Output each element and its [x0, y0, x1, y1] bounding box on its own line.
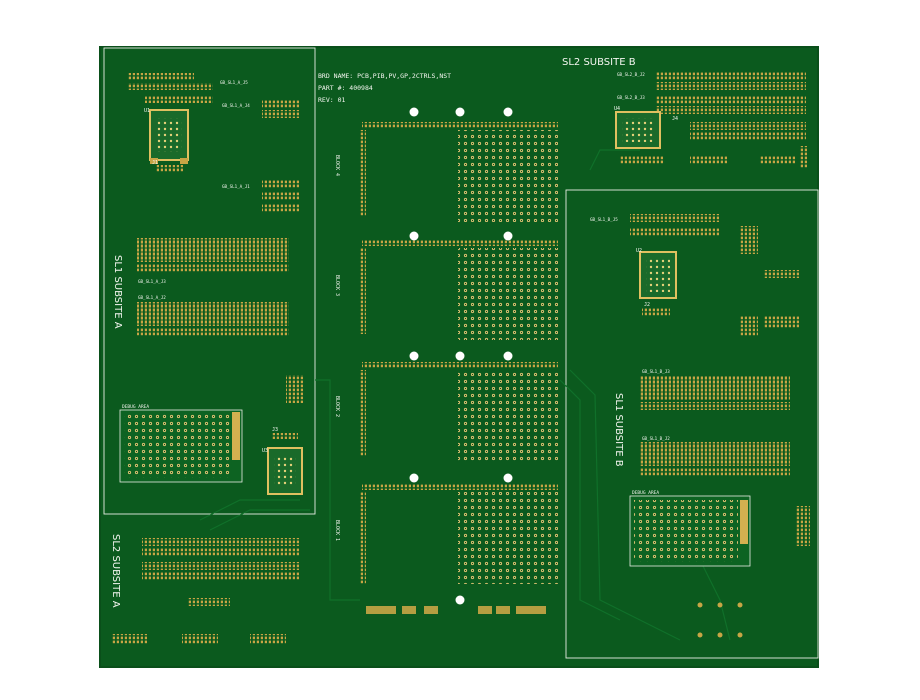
refdes-gb-sl1-b-j2: GB_SL1_B_J2: [642, 436, 670, 441]
refdes-j2: J2: [644, 302, 650, 308]
region-label-sl1-subsite-b: SL1 SUBSITE B: [613, 393, 624, 467]
refdes-gb-sl1-a-j2: GB_SL1_A_J2: [138, 295, 166, 300]
refdes-gb-sl1-b-j5: GB_SL1_B_J5: [590, 217, 618, 222]
refdes-gb-sl2-b-j3: GB_SL2_B_J3: [617, 95, 645, 100]
refdes-j4: J4: [672, 116, 678, 122]
block-label-2: BLOCK 2: [334, 396, 340, 417]
region-label-sl1-subsite-a: SL1 SUBSITE A: [112, 255, 123, 329]
sl1-subsite-b-components: [629, 214, 810, 638]
refdes-j3: J3: [272, 427, 278, 433]
copper-traces: [199, 149, 731, 641]
refdes-u4: U4: [614, 106, 620, 112]
refdes-gb-sl1-a-j3: GB_SL1_A_J3: [138, 279, 166, 284]
sl1-subsite-a-components: [119, 73, 304, 495]
block-label-3: BLOCK 3: [334, 275, 340, 296]
part-number-label: PART #: 400984: [318, 84, 373, 92]
refdes-gb-sl2-b-j2: GB_SL2_B_J2: [617, 72, 645, 77]
refdes-gb-sl1-a-j5: GB_SL1_A_J5: [220, 80, 248, 85]
region-label-sl2-subsite-a: SL2 SUBSITE A: [110, 534, 121, 608]
debug-area-left-label: DEBUG AREA: [122, 404, 149, 410]
refdes-u2: U2: [636, 248, 642, 254]
block-label-1: BLOCK 1: [334, 520, 340, 541]
refdes-j1: J1: [152, 160, 158, 166]
board-name-label: BRD NAME: PCB,PIB,PV,GP,2CTRLS,NST: [318, 72, 451, 80]
block-label-4: BLOCK 4: [334, 155, 340, 176]
refdes-gb-sl1-a-j1: GB_SL1_A_J1: [222, 184, 250, 189]
silkscreen-text: BRD NAME: PCB,PIB,PV,GP,2CTRLS,NST PART …: [110, 57, 678, 608]
sl2-subsite-b-components: [615, 72, 808, 168]
region-sl1-subsite-b: [565, 189, 819, 659]
region-sl1-subsite-a: [103, 47, 316, 515]
revision-label: REV: 01: [318, 96, 345, 104]
center-blocks: [360, 107, 558, 614]
refdes-u1: U1: [144, 108, 150, 114]
debug-area-right-label: DEBUG AREA: [632, 490, 659, 496]
refdes-gb-sl1-a-j4: GB_SL1_A_J4: [222, 103, 250, 108]
refdes-u3: U3: [262, 448, 268, 454]
sl2-subsite-a-components: [112, 538, 300, 644]
region-label-sl2-subsite-b: SL2 SUBSITE B: [562, 57, 636, 68]
refdes-gb-sl1-b-j3: GB_SL1_B_J3: [642, 369, 670, 374]
